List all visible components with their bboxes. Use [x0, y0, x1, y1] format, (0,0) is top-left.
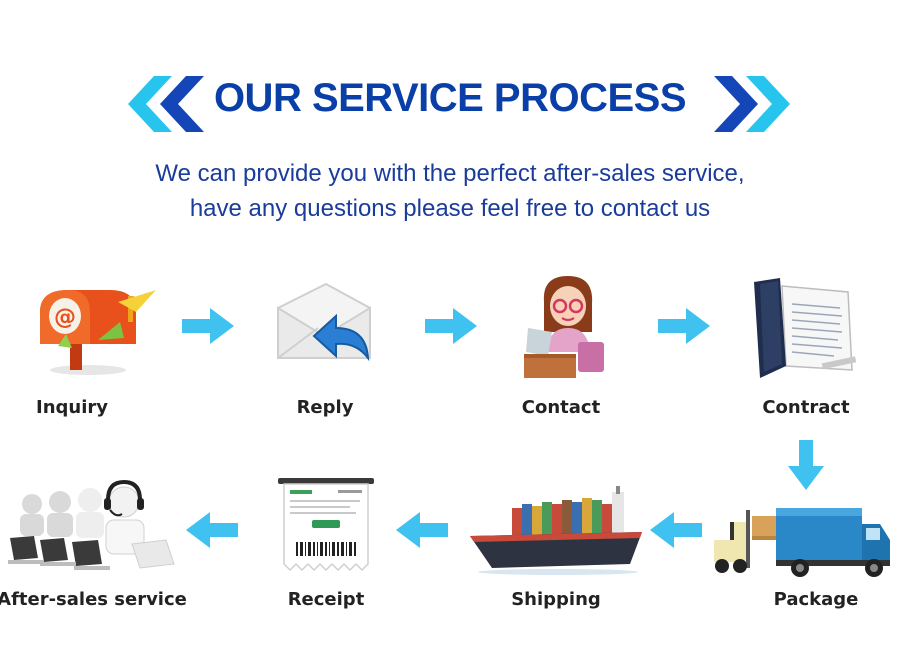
step-shipping [466, 484, 644, 576]
mailbox-icon: @ [40, 290, 156, 375]
step-label-package: Package [773, 589, 859, 610]
step-label-reply: Reply [296, 397, 354, 418]
arrow-left-icon [650, 512, 702, 548]
call-center-icon [8, 479, 175, 570]
receipt-icon [278, 478, 374, 572]
reply-envelope-icon [277, 282, 371, 362]
contract-document-icon [754, 278, 857, 378]
step-label-contact: Contact [521, 397, 601, 418]
step-label-receipt: Receipt [287, 589, 365, 610]
arrow-left-icon [396, 512, 448, 548]
step-label-after-sales-service: After-sales service [0, 589, 187, 610]
arrow-down-icon [788, 440, 824, 490]
step-inquiry: @ [28, 282, 158, 377]
person-at-laptop-icon [524, 276, 604, 378]
svg-text:@: @ [54, 305, 76, 330]
step-contract [752, 278, 862, 378]
arrow-right-icon [425, 308, 477, 344]
arrow-right-icon [182, 308, 234, 344]
subtitle-line-1: We can provide you with the perfect afte… [155, 160, 745, 187]
header: OUR SERVICE PROCESS [0, 70, 900, 132]
subtitle: We can provide you with the perfect afte… [0, 156, 900, 226]
step-label-inquiry: Inquiry [36, 397, 108, 418]
step-package [704, 500, 894, 580]
step-after-sales [4, 478, 180, 578]
step-receipt [278, 476, 374, 572]
step-label-contract: Contract [762, 397, 850, 418]
step-label-shipping: Shipping [511, 589, 601, 610]
double-chevron-left-icon [128, 76, 204, 132]
arrow-right-icon [658, 308, 710, 344]
container-ship-icon [470, 486, 642, 575]
truck-forklift-icon [714, 508, 890, 577]
step-contact [518, 272, 608, 382]
subtitle-line-2: have any questions please feel free to c… [189, 195, 711, 222]
double-chevron-right-icon [714, 76, 790, 132]
page-title: OUR SERVICE PROCESS [213, 76, 687, 120]
step-reply [270, 280, 380, 375]
arrow-left-icon [186, 512, 238, 548]
